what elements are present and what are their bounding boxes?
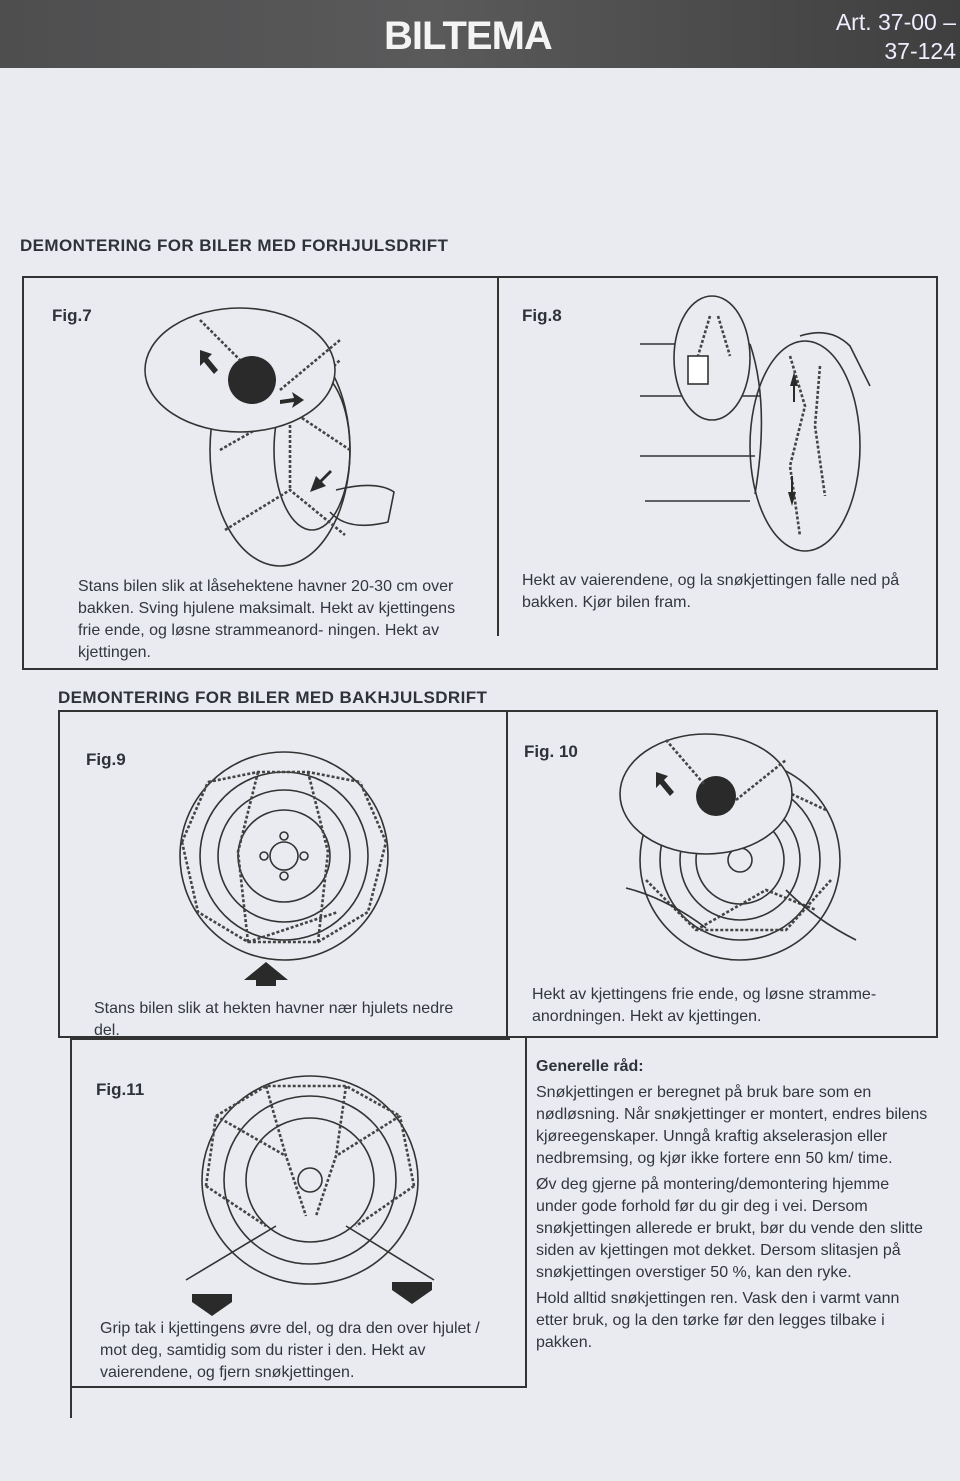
fig11-bottom-border xyxy=(70,1386,527,1388)
fig10-label: Fig. 10 xyxy=(524,742,578,761)
fig10-caption: Hekt av kjettingens frie ende, og løsne … xyxy=(532,986,877,1025)
fig7-caption: Stans bilen slik at låsehektene havner 2… xyxy=(78,578,456,661)
fig9-label: Fig.9 xyxy=(86,750,126,769)
fig9-caption: Stans bilen slik at hekten havner nær hj… xyxy=(94,1000,454,1039)
general-advice-paragraph-3: Hold alltid snøkjettingen ren. Vask den … xyxy=(536,1290,900,1351)
front-section-frame xyxy=(22,276,938,670)
general-advice-paragraph-1: Snøkjettingen er beregnet på bruk bare s… xyxy=(536,1084,928,1167)
general-advice-paragraph-2: Øv deg gjerne på montering/demontering h… xyxy=(536,1176,923,1281)
front-divider xyxy=(497,276,499,636)
brand-logo: BILTEMA xyxy=(384,14,553,58)
rear-section-frame xyxy=(58,710,938,1038)
article-line-2: 37-124 xyxy=(884,38,956,64)
fig9-illustration xyxy=(179,751,389,986)
article-line-1: Art. 37-00 – xyxy=(835,9,956,35)
general-advice-body: Snøkjettingen er beregnet på bruk bare s… xyxy=(536,1082,931,1358)
fig7-label: Fig.7 xyxy=(52,306,92,325)
fig11-illustration xyxy=(185,1075,435,1316)
fig7-illustration xyxy=(144,307,395,567)
fig11-right-border xyxy=(525,1038,527,1388)
fig11-caption: Grip tak i kjettingens øvre del, og dra … xyxy=(100,1320,480,1381)
fig8-caption: Hekt av vaierendene, og la snøkjettingen… xyxy=(522,572,900,611)
section-title-rear: DEMONTERING FOR BILER MED BAKHJULSDRIFT xyxy=(58,688,488,707)
fig11-left-border xyxy=(70,1038,72,1418)
document-header: BILTEMA Art. 37-00 – 37-124 xyxy=(0,0,960,68)
fig8-label: Fig.8 xyxy=(522,306,562,325)
article-number: Art. 37-00 – 37-124 xyxy=(836,8,956,66)
fig11-top-border xyxy=(70,1038,510,1040)
section-title-front: DEMONTERING FOR BILER MED FORHJULSDRIFT xyxy=(20,236,449,255)
fig10-illustration xyxy=(619,733,857,961)
general-advice-title: Generelle råd: xyxy=(536,1058,644,1075)
fig11-label: Fig.11 xyxy=(96,1080,145,1099)
rear-divider xyxy=(506,710,508,1040)
fig8-illustration xyxy=(640,295,871,552)
